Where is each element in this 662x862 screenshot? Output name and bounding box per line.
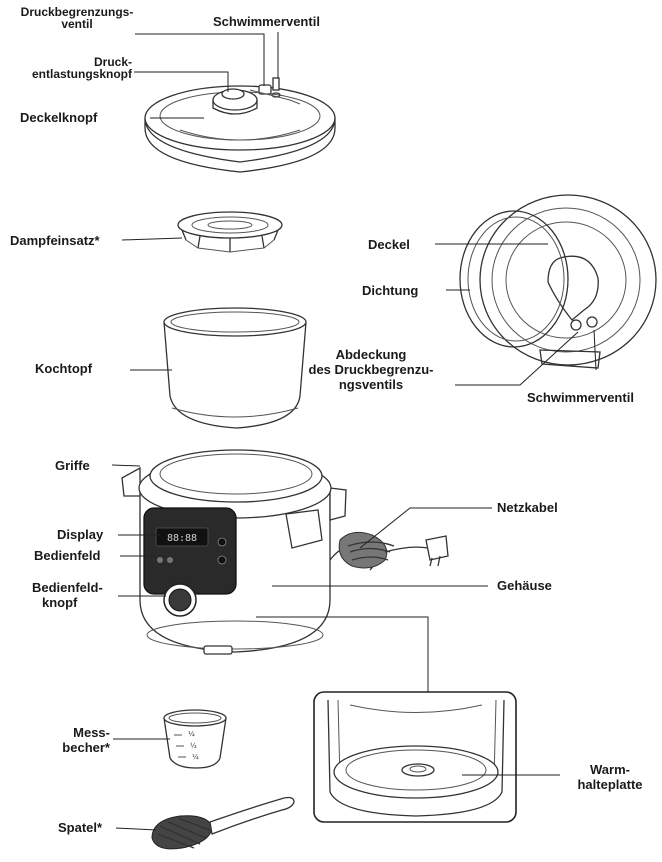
label-display: Display (57, 527, 104, 542)
spatula-illustration (151, 796, 295, 850)
label-gehaeuse: Gehäuse (497, 578, 552, 593)
leader-lines (111, 32, 597, 831)
label-messbecher: Mess- becher* (40, 725, 110, 755)
label-messbecher-line1: Mess- (73, 725, 110, 740)
label-abdeckung-line2: des Druckbegrenzu- (308, 362, 434, 377)
label-druckentlastungsknopf-line2: entlastungsknopf (31, 67, 132, 81)
label-bedienfeldknopf-line1: Bedienfeld- (32, 580, 103, 595)
label-bedienfeldknopf-line2: knopf (42, 595, 78, 610)
label-messbecher-line2: becher* (62, 740, 110, 755)
svg-text:88:88: 88:88 (167, 533, 197, 544)
label-abdeckung-line1: Abdeckung (335, 347, 407, 362)
cup-mark-1: ¼ (188, 730, 195, 738)
label-abdeckung: Abdeckung des Druckbegrenzu- ngsventils (288, 347, 454, 392)
steamer-basket-illustration (177, 211, 283, 253)
label-dichtung: Dichtung (362, 283, 419, 298)
label-druckbegrenzungsventil: Druckbegrenzungs- ventil (18, 6, 136, 30)
cup-mark-2: ½ (190, 742, 197, 750)
label-druckentlastungsknopf: Druck- entlastungsknopf (20, 56, 132, 80)
label-deckelknopf: Deckelknopf (20, 110, 98, 125)
label-warmhalteplatte: Warm- halteplatte (562, 762, 658, 792)
inner-pot-illustration (163, 307, 307, 429)
measuring-cup-illustration (163, 709, 227, 769)
label-kochtopf: Kochtopf (35, 361, 93, 376)
label-griffe: Griffe (55, 458, 90, 473)
label-spatel: Spatel* (58, 820, 103, 835)
label-warmhalteplatte-line2: halteplatte (577, 777, 643, 792)
cup-mark-3: ¼ (192, 753, 199, 761)
label-bedienfeld: Bedienfeld (34, 548, 101, 563)
label-bedienfeldknopf: Bedienfeld- knopf (32, 580, 103, 610)
label-warmhalteplatte-line1: Warm- (590, 762, 630, 777)
label-druckentlastungsknopf-line1: Druck- (93, 55, 132, 69)
label-schwimmerventil-top: Schwimmerventil (213, 14, 320, 29)
label-netzkabel: Netzkabel (497, 500, 558, 515)
main-cooker-illustration: 88:88 (121, 449, 449, 655)
warming-plate-inset (313, 691, 517, 823)
label-schwimmerventil-right: Schwimmerventil (527, 390, 634, 405)
lid-top-illustration (144, 77, 336, 173)
label-druckbegrenzungsventil-line2: ventil (61, 17, 93, 31)
label-deckel: Deckel (368, 237, 410, 252)
lid-underside-illustration (459, 194, 657, 369)
label-dampfeinsatz: Dampfeinsatz* (10, 233, 100, 248)
label-druckbegrenzungsventil-line1: Druckbegrenzungs- (20, 5, 134, 19)
label-abdeckung-line3: ngsventils (338, 377, 404, 392)
